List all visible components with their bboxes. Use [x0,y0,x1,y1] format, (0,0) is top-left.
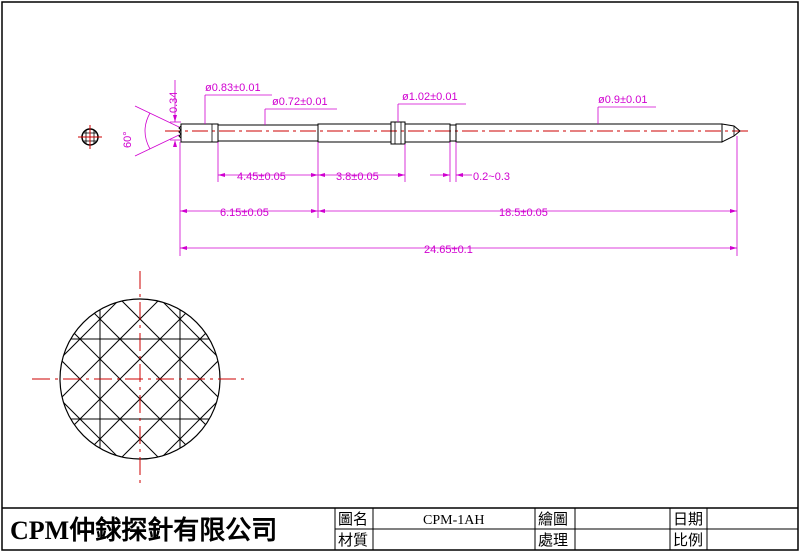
label-treatment: 處理 [538,532,568,549]
pin-side-view [165,121,748,145]
dim-ring-diameter: ø1.02±0.01 [402,91,458,103]
groove [449,124,457,142]
dim-tip-diameter: ø0.83±0.01 [205,82,261,94]
dim-neck-length: 4.45±0.05 [237,171,286,183]
dim-gap: 0.2~0.3 [473,171,510,183]
dim-body-diameter: ø0.9±0.01 [598,94,647,106]
title-block: CPM仲銶探針有限公司 圖名 CPM-1AH 繪圖 日期 材質 處理 比例 [2,507,798,550]
tip-section [180,123,219,143]
ring-section [390,121,406,145]
middle-body [317,123,392,143]
dim-mid-length: 3.8±0.05 [336,171,379,183]
dimension-lines [134,80,738,256]
label-material: 材質 [338,531,368,549]
small-end-view [78,125,102,149]
label-draw: 繪圖 [538,510,568,528]
dim-front-length: 6.15±0.05 [220,207,269,219]
dim-tip-width: 0.34 [168,92,180,113]
tapered-end [721,123,741,143]
rear-body [455,123,723,143]
label-drawing-name: 圖名 [338,511,368,528]
dim-rear-length: 18.5±0.05 [499,207,548,219]
dim-neck-diameter: ø0.72±0.01 [272,96,328,108]
dim-total-length: 24.65±0.1 [424,244,473,256]
crown-tip [178,125,182,139]
crown-end-view [32,271,248,487]
dim-angle: 60° [122,131,134,148]
company-name: CPM仲銶探針有限公司 [10,515,277,545]
dimension-arrows [173,115,737,250]
drawing-name-value: CPM-1AH [423,513,484,528]
label-scale: 比例 [673,532,703,549]
label-date: 日期 [673,511,703,528]
crown-grid-pattern [60,299,220,459]
neck-section [217,124,319,142]
